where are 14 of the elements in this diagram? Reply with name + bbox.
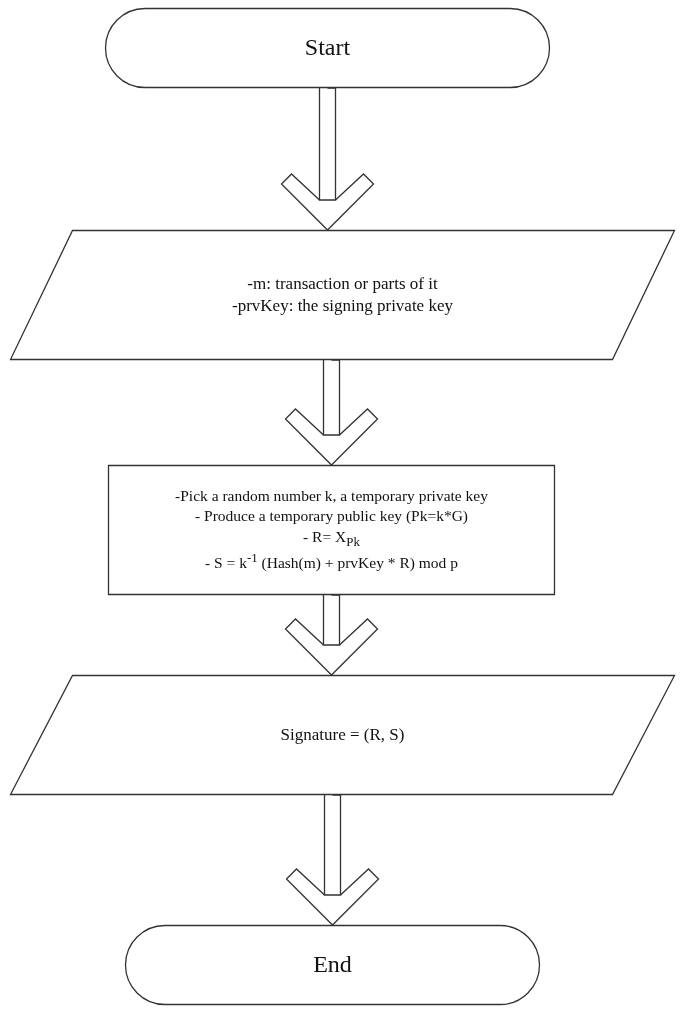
output-parallelogram: [10, 675, 675, 795]
start-terminal: [105, 8, 550, 88]
node-text: -m: transaction or parts of it: [247, 272, 438, 295]
node-text: Start: [304, 33, 351, 63]
input-parallelogram: [10, 230, 675, 360]
end-terminal: [125, 925, 540, 1005]
node-text: - Produce a temporary public key (Pk=k*G): [195, 506, 468, 527]
process-box: [108, 465, 555, 595]
node-text: - S = k$^{-1}$ (Hash(m) + prvKey * R) mod p: [205, 550, 458, 574]
node-text: End: [313, 950, 352, 980]
node-text: -prvKey: the signing private key: [232, 295, 453, 317]
node-text: -Pick a random number k, a temporary private key: [175, 486, 488, 507]
node-text: Signature = (R, S): [280, 723, 405, 746]
node-text: - R= X$_{Pk}$: [303, 526, 360, 551]
